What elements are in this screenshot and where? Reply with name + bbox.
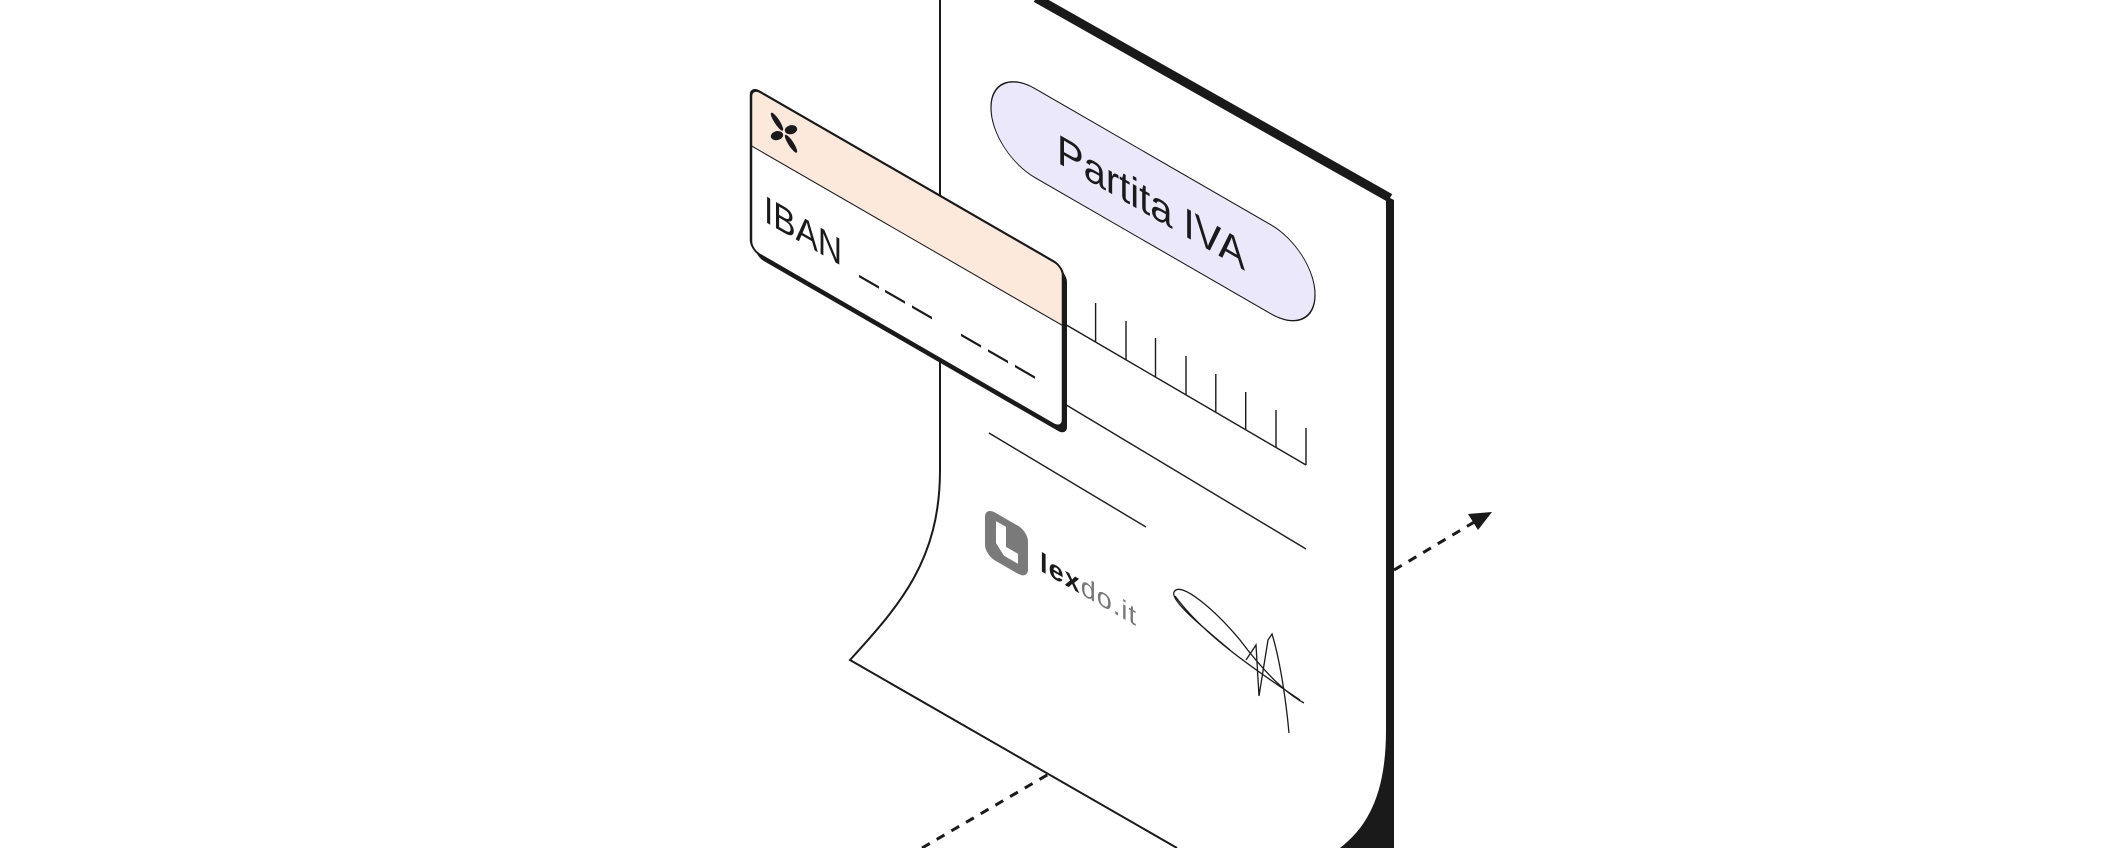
iban-placeholder-dashes	[859, 274, 1035, 379]
dashed-axis-right	[1393, 519, 1477, 572]
partita-iva-badge	[990, 81, 1316, 322]
form-line-short	[988, 432, 1147, 528]
card-band	[751, 89, 1063, 326]
document-right-side	[1340, 196, 1394, 848]
flower-icon	[770, 112, 798, 153]
arrowhead-icon	[1468, 512, 1492, 530]
form-line-long	[1062, 402, 1307, 550]
document-top-edge	[1033, 0, 1393, 202]
form-lines	[988, 303, 1307, 550]
iban-card: IBAN	[749, 88, 1067, 433]
document-left-edge	[848, 0, 1178, 848]
document-sheet	[848, 0, 1394, 848]
dashed-axis-lower	[921, 769, 1055, 848]
signature	[1173, 588, 1305, 734]
tick-baseline	[1062, 322, 1307, 466]
